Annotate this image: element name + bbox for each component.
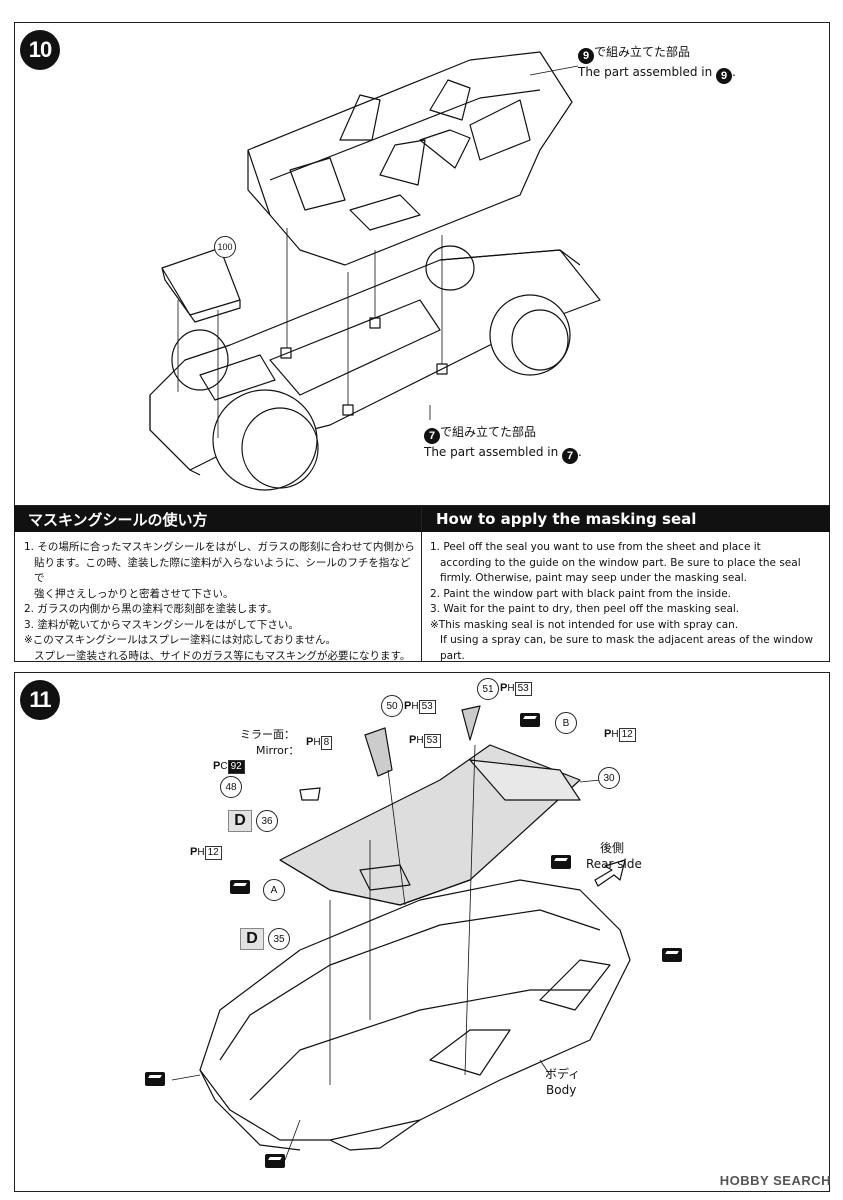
- masking-seal-icon-b: [520, 713, 540, 727]
- body-label-en: Body: [546, 1083, 577, 1097]
- step-7-ref-badge-en: 7: [562, 448, 579, 464]
- callout-9-period: .: [732, 65, 736, 79]
- sticker-icon-3: [145, 1072, 165, 1086]
- callout-9-en: The part assembled in: [578, 65, 713, 79]
- seal-a-callout: A: [263, 879, 285, 901]
- rear-side-en: Rear side: [586, 857, 642, 871]
- step-11-illustration: [171, 705, 631, 1161]
- step-10-badge: 10: [20, 30, 60, 70]
- decal-d-icon: D: [228, 810, 252, 832]
- ja-line-6: ※このマスキングシールはスプレー塗料には対応しておりません。: [24, 634, 337, 646]
- step-10-illustration: [149, 51, 601, 491]
- seal-b-callout: B: [555, 712, 577, 734]
- part-50-callout: 50: [381, 695, 403, 717]
- ja-line-5: 3. 塗料が乾いてからマスキングシールをはがして下さい。: [24, 618, 299, 631]
- decal-d35: D 35: [240, 928, 290, 950]
- sticker-icon-4: [265, 1154, 285, 1168]
- ja-line-2: 貼ります。この時、塗装した際に塗料が入らないように、シールのフチを指などで: [34, 556, 411, 585]
- part-35-callout: 35: [268, 928, 290, 950]
- masking-title-en: How to apply the masking seal: [422, 506, 830, 532]
- callout-7-ja: で組み立てた部品: [440, 425, 537, 439]
- ja-line-1: 1. その場所に合ったマスキングシールをはがし、ガラスの彫刻に合わせて内側から: [24, 541, 415, 553]
- callout-7-period: .: [578, 445, 582, 459]
- part-36-callout: 36: [256, 810, 278, 832]
- mirror-label-ja: ミラー面：: [240, 728, 295, 741]
- step-7-ref-badge: 7: [424, 428, 440, 444]
- en-line-5: 3. Wait for the paint to dry, then peel …: [430, 603, 740, 615]
- part-51-callout: 51: [477, 678, 499, 700]
- masking-seal-icon-a: [230, 880, 250, 894]
- masking-instructions-en: 1. Peel off the seal you want to use fro…: [430, 540, 826, 664]
- ja-line-7: スプレー塗装される時は、サイドのガラス等にもマスキングが必要になります。: [34, 649, 411, 662]
- part-48-callout: 48: [220, 776, 242, 798]
- en-line-7: If using a spray can, be sure to mask th…: [440, 634, 813, 662]
- paint-h53-code-a: 53: [418, 700, 436, 714]
- decal-d36: D 36: [228, 810, 278, 832]
- decal-d-icon-2: D: [240, 928, 264, 950]
- en-line-6: ※This masking seal is not intended for u…: [430, 618, 739, 631]
- body-label-ja: ボディ: [545, 1067, 581, 1081]
- step-9-ref-badge: 9: [578, 48, 594, 64]
- step-11-badge: 11: [20, 680, 60, 720]
- step-10-panel: [14, 22, 830, 506]
- paint-h53-code-b: 53: [514, 682, 532, 696]
- paint-h53-code-c: 53: [423, 734, 441, 748]
- rear-side-ja: 後側: [600, 841, 625, 855]
- sticker-icon-1: [551, 855, 571, 869]
- paint-h12-code-b: 12: [618, 728, 636, 742]
- masking-title-ja: マスキングシールの使い方: [14, 506, 422, 532]
- paint-c92-code: 92: [227, 760, 245, 774]
- callout-9-ja: で組み立てた部品: [594, 45, 691, 59]
- mirror-label-en: Mirror：: [256, 744, 300, 757]
- ja-line-3: 強く押さえしっかりと密着させて下さい。: [34, 587, 234, 600]
- step-9-ref-badge-en: 9: [716, 68, 733, 84]
- en-line-4: 2. Paint the window part with black pain…: [430, 587, 732, 600]
- en-line-1: 1. Peel off the seal you want to use fro…: [430, 541, 761, 553]
- en-line-3: firmly. Otherwise, paint may seep under …: [440, 572, 748, 584]
- hobby-search-watermark: HOBBY SEARCH: [719, 1173, 831, 1188]
- paint-h12-code-a: 12: [204, 846, 222, 860]
- paint-h8-code: 8: [320, 736, 333, 750]
- masking-instructions-ja: 1. その場所に合ったマスキングシールをはがし、ガラスの彫刻に合わせて内側から …: [24, 540, 416, 664]
- ja-line-4: 2. ガラスの内側から黒の塗料で彫刻部を塗装します。: [24, 603, 278, 615]
- part-30-callout: 30: [598, 767, 620, 789]
- part-100-callout: 100: [214, 236, 236, 258]
- step-11-panel: [14, 672, 830, 1192]
- en-line-2: according to the guide on the window par…: [440, 556, 801, 569]
- sticker-icon-2: [662, 948, 682, 962]
- masking-divider: [421, 506, 422, 662]
- callout-7-en: The part assembled in: [424, 445, 559, 459]
